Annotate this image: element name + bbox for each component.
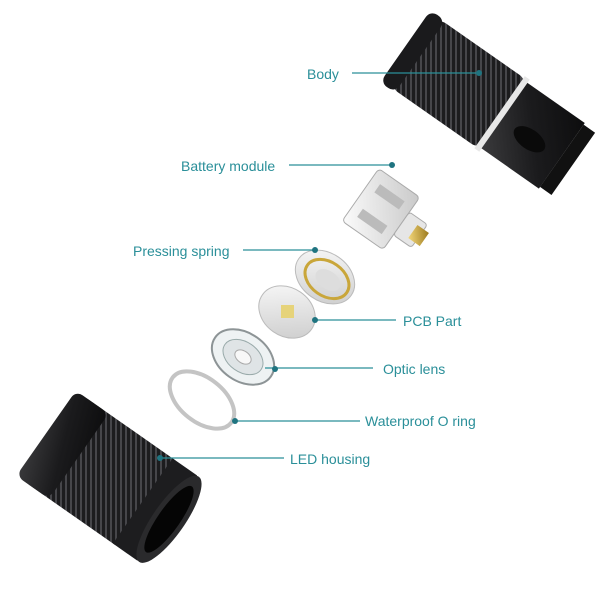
body-part (383, 13, 596, 195)
callout-waterproof-o-ring: Waterproof O ring (365, 413, 476, 429)
callout-battery-module: Battery module (181, 158, 276, 174)
callout-pcb-part: PCB Part (403, 313, 462, 329)
optic-lens-part (210, 328, 276, 386)
pressing-spring-part (294, 249, 356, 305)
callout-led-housing: LED housing (290, 451, 371, 467)
callout-body: Body (307, 66, 339, 82)
battery-module-part (343, 169, 429, 249)
leader-lines (160, 72, 479, 459)
callout-pressing-spring: Pressing spring (133, 243, 230, 259)
led-housing-part (19, 393, 202, 563)
o-ring-part (167, 369, 237, 431)
callout-optic-lens: Optic lens (383, 361, 446, 377)
pcb-part (258, 285, 316, 339)
callout-dots (157, 70, 482, 461)
